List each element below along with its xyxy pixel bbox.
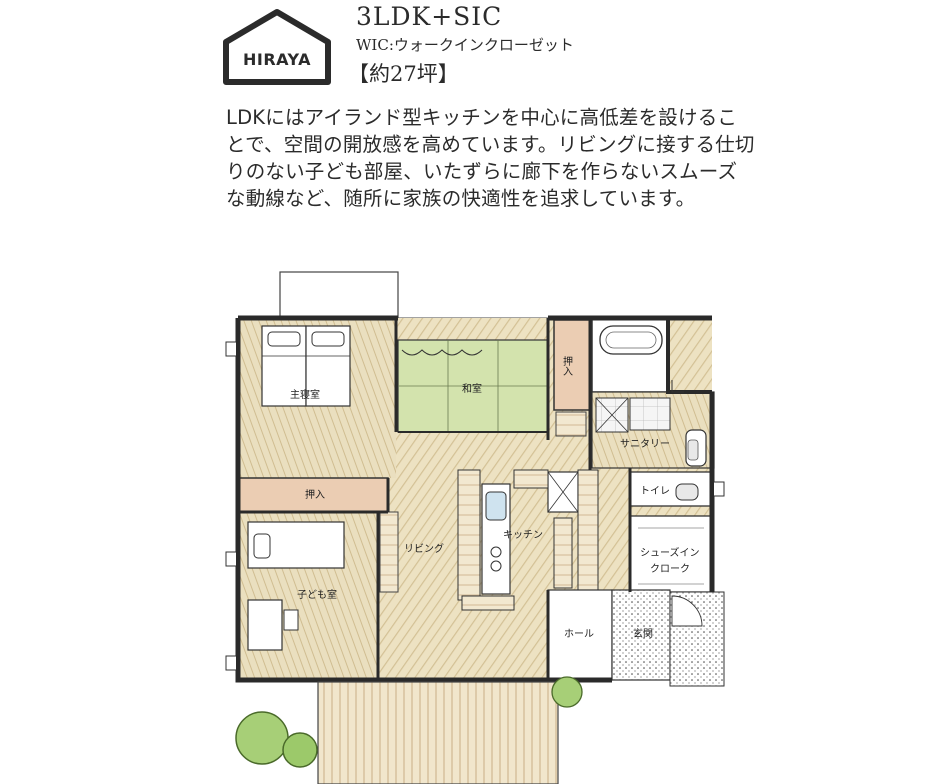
balcony-top [279, 271, 399, 319]
label-living: リビング [404, 542, 444, 555]
plan-description: LDKにはアイランド型キッチンを中心に高低差を設けることで、空間の開放感を高めて… [226, 106, 755, 210]
plan-type: 3LDK+SIC [356, 2, 503, 31]
tree-small-icon [282, 732, 318, 768]
label-kitchen: キッチン [503, 529, 543, 541]
island-counter [457, 469, 481, 601]
exterior-walls [235, 315, 715, 683]
plan-area: 【約27坪】 [348, 62, 459, 86]
kitchen-sink-icon [485, 491, 507, 521]
shoes-closet [629, 515, 713, 593]
label-closet-bedroom: 押入 [305, 488, 325, 501]
label-toilet: トイレ [640, 486, 670, 497]
label-master-bedroom: 主寝室 [290, 388, 320, 401]
wood-deck [317, 681, 559, 784]
tree-entrance-icon [551, 676, 583, 708]
closet-japanese [553, 319, 591, 411]
toilet-icon [675, 483, 699, 501]
kids-desk [247, 599, 283, 651]
label-shoes-closet-2: クローク [650, 563, 690, 575]
logo-text: HIRAYA [243, 50, 311, 69]
label-entrance: 玄関 [633, 627, 653, 640]
tree-large-icon [235, 711, 289, 765]
label-japanese-room: 和室 [462, 382, 482, 395]
plan-subtitle: WIC:ウォークインクローゼット [356, 36, 574, 54]
hiraya-logo: HIRAYA [222, 6, 332, 86]
house-logo-icon [223, 9, 331, 85]
label-kids-room: 子ども室 [297, 588, 337, 601]
bathtub-icon [599, 325, 663, 355]
label-shoes-closet-1: シューズイン [640, 546, 700, 559]
hall [547, 589, 613, 681]
label-hall: ホール [564, 628, 594, 640]
label-closet-japanese: 押入 [561, 355, 573, 376]
label-sanitary: サニタリー [620, 438, 670, 450]
stairs [577, 469, 599, 591]
